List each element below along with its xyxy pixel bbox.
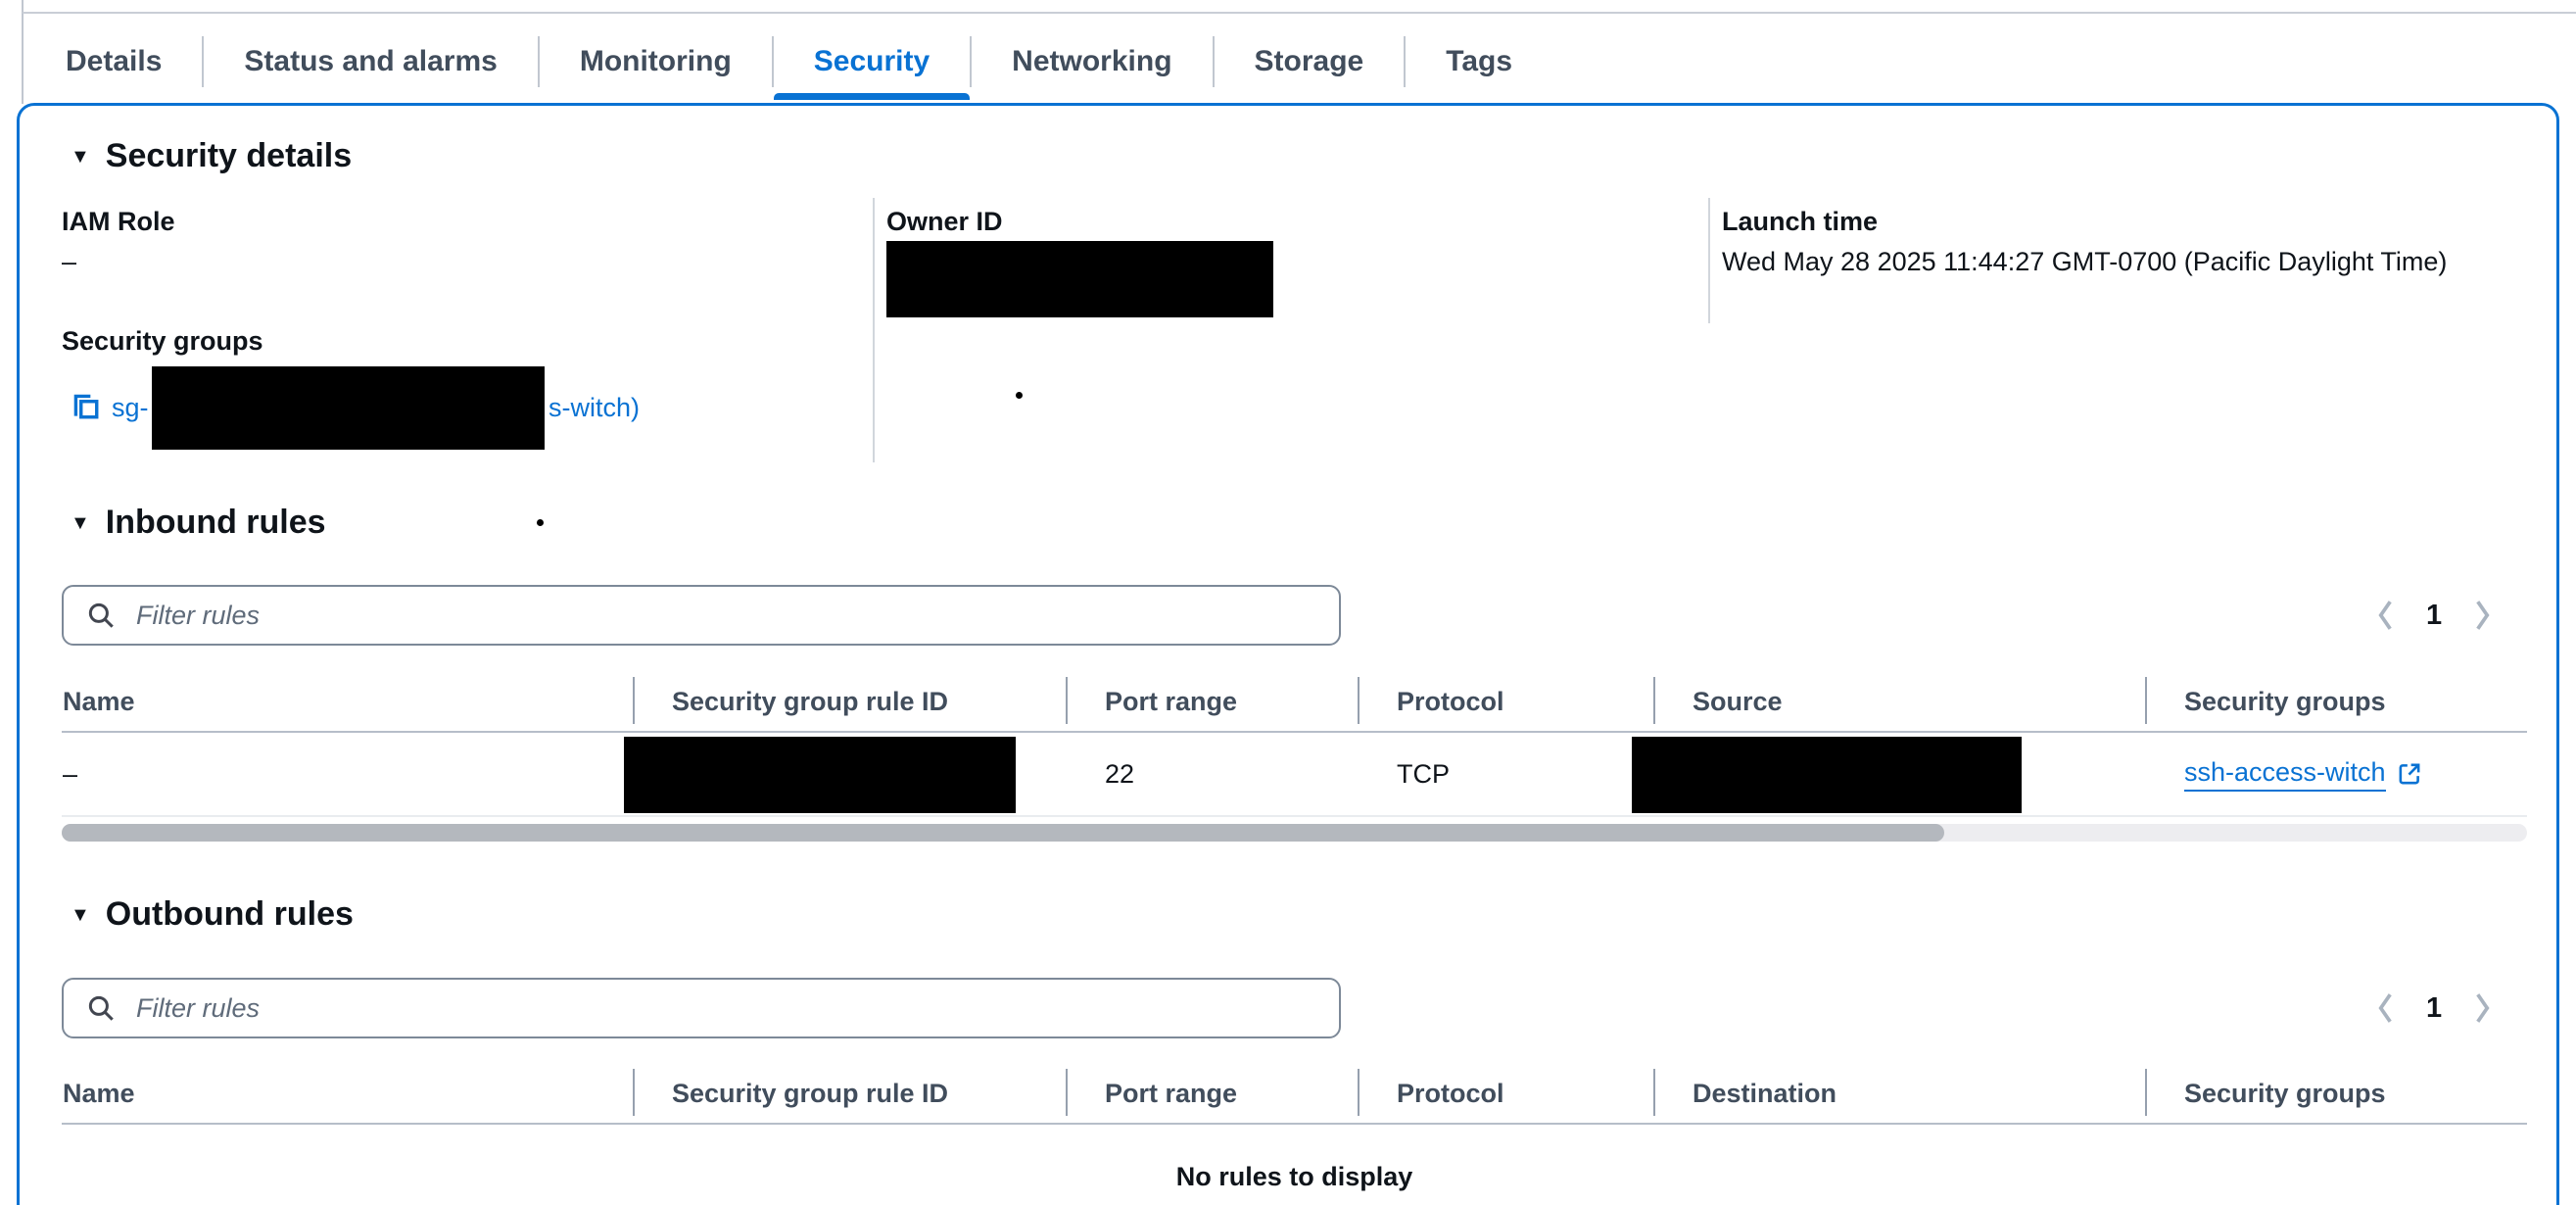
security-group-link-prefix[interactable]: sg- [112,393,149,422]
column-header-source: Source [1653,672,2145,731]
tab-separator [1404,36,1407,87]
cell-protocol: TCP [1397,758,1450,789]
inbound-pagination: 1 [2375,588,2493,643]
scrollbar-thumb[interactable] [62,824,1944,842]
tab-networking[interactable]: Networking [972,24,1212,100]
redacted-owner-id [886,241,1273,317]
chevron-right-icon [2476,993,2490,1023]
tab-separator [537,36,540,87]
link-text: ssh-access-witch [2184,757,2386,792]
section-title: Inbound rules [105,504,326,541]
column-header-port-range: Port range [1066,1064,1358,1123]
tab-separator [970,36,973,87]
outbound-table-header: Name Security group rule ID Port range P… [62,1064,2527,1125]
tab-storage[interactable]: Storage [1215,24,1405,100]
launch-time-label: Launch time [1722,207,1879,236]
previous-page-button[interactable] [2375,598,2397,633]
cell-name: – [63,758,78,789]
launch-time-value: Wed May 28 2025 11:44:27 GMT-0700 (Pacif… [1722,247,2448,276]
column-header-protocol: Protocol [1358,672,1653,731]
redacted-source [1632,737,2022,813]
cell-security-groups: ssh-access-witch [2145,733,2527,815]
chevron-left-icon [2378,601,2392,630]
section-title: Security details [105,137,353,174]
owner-id-label: Owner ID [886,207,1003,236]
stray-dot [537,519,544,526]
tab-status-and-alarms[interactable]: Status and alarms [204,24,537,100]
column-header-protocol: Protocol [1358,1064,1653,1123]
page-number[interactable]: 1 [2426,991,2443,1024]
chevron-right-icon [2476,601,2490,630]
search-icon [88,602,114,628]
inbound-table-header: Name Security group rule ID Port range P… [62,672,2527,733]
next-page-button[interactable] [2471,598,2493,633]
inbound-filter [62,585,1341,646]
column-header-destination: Destination [1653,1064,2145,1123]
copy-button[interactable] [70,390,101,424]
tab-monitoring[interactable]: Monitoring [540,24,772,100]
column-header-security-group-rule-id: Security group rule ID [633,1064,1066,1123]
column-header-port-range: Port range [1066,672,1358,731]
active-tab-indicator [773,93,971,100]
tab-separator [202,36,205,87]
next-page-button[interactable] [2471,990,2493,1026]
security-group-link-suffix[interactable]: s-witch) [549,393,640,422]
top-divider-line [23,12,2576,14]
no-rules-message: No rules to display [1175,1162,1413,1191]
column-header-security-group-rule-id: Security group rule ID [633,672,1066,731]
tab-label: Tags [1446,45,1513,77]
iam-role-value: – [62,247,77,276]
column-header-name: Name [63,1078,135,1108]
column-header-security-groups: Security groups [2145,672,2527,731]
redacted-security-group-id [152,366,545,450]
tab-label: Details [66,45,163,77]
column-header-security-groups: Security groups [2145,1064,2527,1123]
tab-security[interactable]: Security [773,24,971,100]
outbound-filter [62,978,1341,1038]
tab-label: Storage [1254,45,1364,77]
inbound-table-row: – 22 TCP ssh-access-witch [62,733,2527,817]
tab-details[interactable]: Details [25,24,202,100]
page-number[interactable]: 1 [2426,599,2443,631]
inbound-filter-input[interactable] [62,585,1341,646]
tab-tags[interactable]: Tags [1406,24,1552,100]
column-divider [873,198,875,462]
tab-label: Status and alarms [244,45,498,77]
security-group-external-link[interactable]: ssh-access-witch [2184,757,2423,792]
cell-port-range: 22 [1105,758,1135,789]
tab-label: Monitoring [579,45,732,77]
outbound-rules-heading[interactable]: ▼ Outbound rules [71,895,354,934]
previous-page-button[interactable] [2375,990,2397,1026]
tab-label: Networking [1012,45,1172,77]
stray-dot [1016,392,1023,399]
collapse-triangle-icon: ▼ [71,511,90,534]
search-icon [88,995,114,1021]
security-details-heading[interactable]: ▼ Security details [71,137,352,175]
tab-label: Security [813,45,930,77]
horizontal-scrollbar [62,824,2527,842]
outbound-pagination: 1 [2375,981,2493,1036]
section-title: Outbound rules [105,895,354,933]
page-edge-line [22,0,24,104]
tab-bar: Details Status and alarms Monitoring Sec… [25,24,1552,100]
external-link-icon [2399,763,2419,785]
iam-role-label: IAM Role [62,207,175,236]
redacted-rule-id [624,737,1016,813]
chevron-left-icon [2378,993,2392,1023]
collapse-triangle-icon: ▼ [71,903,90,926]
copy-icon [73,394,99,419]
security-groups-label: Security groups [62,326,263,356]
collapse-triangle-icon: ▼ [71,145,90,168]
tab-separator [771,36,774,87]
column-divider [1708,198,1710,323]
tab-separator [1212,36,1215,87]
outbound-filter-input[interactable] [62,978,1341,1038]
inbound-rules-heading[interactable]: ▼ Inbound rules [71,504,326,542]
column-header-name: Name [63,686,135,716]
